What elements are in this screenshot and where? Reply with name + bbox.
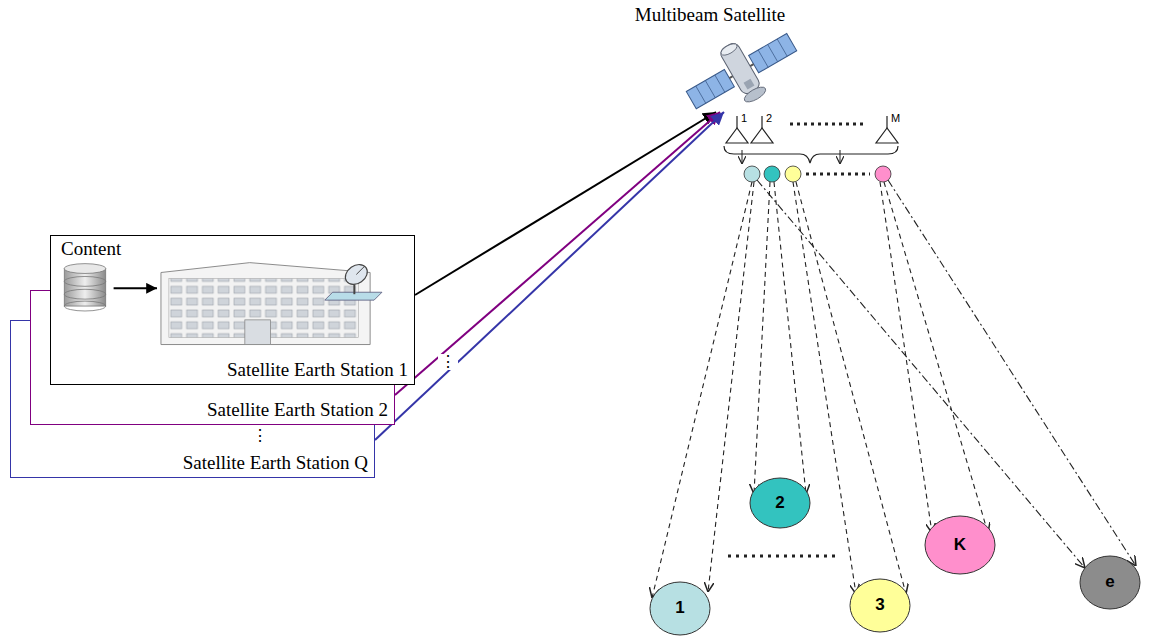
antenna-number: 2 (766, 113, 772, 124)
database-ring (64, 264, 105, 274)
station-pictures (64, 260, 382, 344)
feed-arrow (840, 150, 841, 164)
cell-number: e (1105, 573, 1114, 592)
brace (724, 146, 898, 163)
satellite-title: Multibeam Satellite (635, 4, 785, 26)
satellite-icon (677, 17, 808, 128)
feed-arrow (742, 150, 743, 164)
uplink-arrow (395, 112, 720, 395)
building-door (245, 320, 271, 345)
antenna-number: M (891, 113, 900, 124)
station-name: Satellite Earth Station 2 (207, 399, 388, 421)
cell-ellipse-shape (850, 579, 910, 632)
cell-number: 1 (675, 599, 684, 618)
cell-ellipse-shape (1080, 556, 1140, 609)
cell-number: 3 (875, 596, 884, 615)
coverage-cell: e (1079, 555, 1141, 610)
database-ring (64, 301, 105, 311)
earth-station-box: ContentSatellite Earth Station 1 (50, 235, 415, 385)
antenna-array (726, 116, 898, 143)
antenna-number: 1 (741, 113, 747, 124)
beam-dots-gap (806, 173, 870, 176)
content-label: Content (61, 238, 121, 260)
cell-number: 2 (775, 494, 784, 513)
beam-dots (744, 166, 891, 182)
uplink-arrow (375, 112, 724, 440)
ellipsis-mark: ⋮ (438, 354, 458, 370)
dish-feed (356, 267, 364, 275)
antenna-dots (790, 123, 866, 126)
station-name: Satellite Earth Station 1 (227, 359, 408, 381)
building-outline (161, 263, 370, 345)
coverage-cell: 3 (849, 578, 911, 633)
content-arrow (114, 287, 157, 289)
cell-ellipse-shape (750, 478, 810, 528)
database-icon (64, 269, 105, 306)
coverage-cell: 1 (649, 581, 711, 636)
station-name: Satellite Earth Station Q (183, 452, 368, 474)
coverage-cell: 2 (749, 477, 811, 529)
ellipsis-mark: ⋮ (250, 428, 270, 444)
satellite-node: Multibeam Satellite (620, 4, 800, 112)
cell-ellipse-shape (925, 516, 995, 574)
coverage-cell: K (924, 515, 996, 575)
database-ring (64, 289, 105, 299)
uplink-arrow (415, 112, 716, 295)
beam-lines-dashdot (757, 180, 1136, 568)
database-ring (64, 276, 105, 286)
cell-dots (728, 555, 836, 558)
cell-number: K (954, 536, 966, 555)
dish (342, 260, 372, 288)
cell-ellipse-shape (650, 582, 710, 635)
